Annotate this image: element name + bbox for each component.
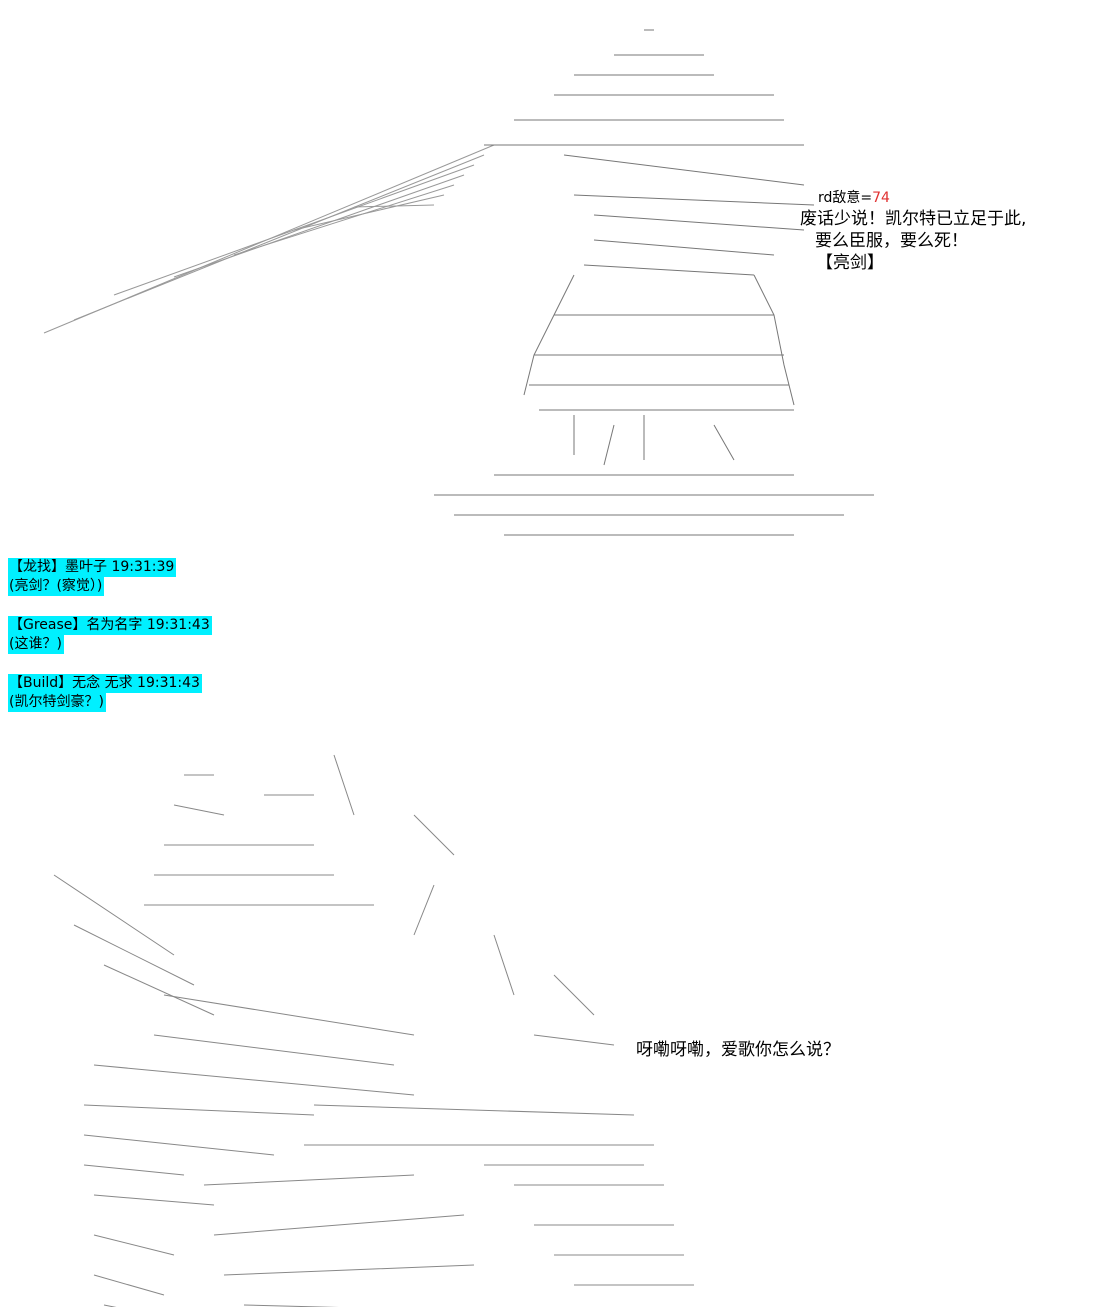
chat-user: 【Grease】名为名字 [9, 617, 143, 633]
chat-message: (亮剑？(察觉）) [8, 577, 105, 596]
ascii-art-top [0, 0, 1103, 545]
chat-time: 19:31:43 [146, 617, 210, 633]
enemy-value: 74 [872, 190, 890, 206]
sword-streak [44, 144, 495, 334]
chat-entry: 【Build】无念 无求 19:31:43 (凯尔特剑豪？) [8, 674, 212, 712]
bottom-speech-line: 呀嘞呀嘞，爱歌你怎么说？ [636, 1040, 840, 1060]
chat-entry: 【Grease】名为名字 19:31:43 (这谁？) [8, 616, 212, 654]
chat-entry: 【龙找】墨叶子 19:31:39 (亮剑？(察觉）) [8, 558, 212, 596]
chat-user: 【龙找】墨叶子 [9, 559, 107, 575]
knight-figure [434, 29, 875, 536]
speech-action: 【亮剑】 [816, 253, 884, 273]
armored-figure [54, 754, 695, 1307]
top-speech: rd敌意=74 废话少说！凯尔特已立足于此, 要么臣服，要么死！ 【亮剑】 [778, 186, 1026, 274]
chat-log: 【龙找】墨叶子 19:31:39 (亮剑？(察觉）) 【Grease】名为名字 … [8, 558, 212, 732]
chat-header: 【龙找】墨叶子 19:31:39 [8, 558, 177, 577]
chat-time: 19:31:39 [111, 559, 175, 575]
ascii-art-top-figure [44, 29, 875, 536]
speech-line-1: 废话少说！凯尔特已立足于此, [800, 209, 1027, 229]
chat-header: 【Grease】名为名字 19:31:43 [8, 616, 212, 635]
enemy-stat: rd敌意=74 [778, 186, 1026, 208]
bottom-speech: 呀嘞呀嘞，爱歌你怎么说？ [636, 1039, 840, 1061]
speech-line-2: 要么臣服，要么死！ [815, 231, 968, 251]
chat-message: (凯尔特剑豪？) [8, 693, 106, 712]
ascii-art-bottom-figure [54, 754, 695, 1307]
chat-user: 【Build】无念 无求 [9, 675, 133, 691]
chat-time: 19:31:43 [137, 675, 200, 691]
enemy-label: rd敌意= [818, 190, 873, 206]
chat-header: 【Build】无念 无求 19:31:43 [8, 674, 202, 693]
ascii-art-bottom [0, 720, 1103, 1307]
chat-message: (这谁？) [8, 635, 64, 654]
